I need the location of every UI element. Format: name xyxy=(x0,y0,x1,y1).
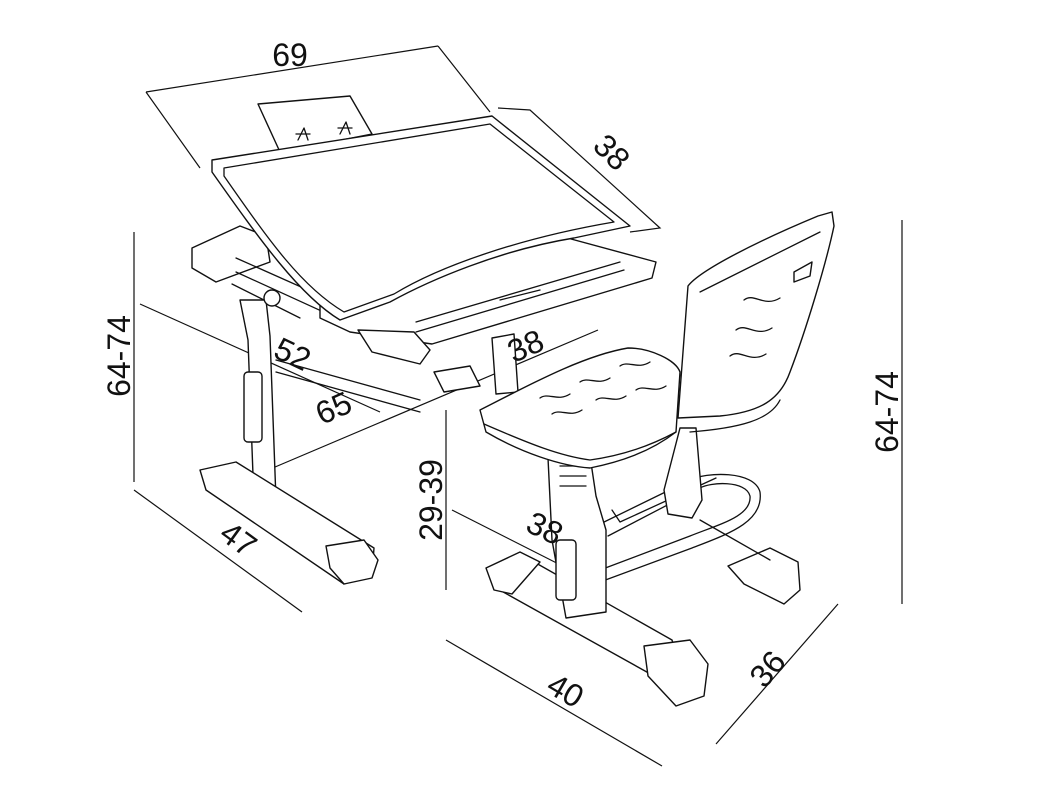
chair-rear-foot xyxy=(643,639,709,707)
label-chair-base-depth: 36 xyxy=(742,644,792,694)
side-tray xyxy=(191,225,271,283)
adjust-knob xyxy=(263,289,281,307)
label-chair-base-width: 40 xyxy=(541,666,590,715)
footrest-bar xyxy=(599,473,761,583)
desk-shelf xyxy=(319,235,657,345)
bookstand xyxy=(257,95,373,153)
label-desk-inner-depth: 52 xyxy=(269,330,316,378)
backrest-post xyxy=(663,427,703,519)
label-desk-width: 69 xyxy=(272,37,308,73)
chair-side-foot xyxy=(727,547,801,605)
label-seat-height: 29-39 xyxy=(413,459,449,541)
desktop xyxy=(211,115,631,321)
leg-adjuster xyxy=(243,371,263,443)
backrest xyxy=(677,211,835,419)
chair-front-foot xyxy=(485,551,541,595)
chair xyxy=(479,211,835,707)
chair-adjuster xyxy=(555,539,577,601)
desk xyxy=(191,95,657,585)
label-desk-depth: 38 xyxy=(586,127,637,178)
label-chair-height: 64-74 xyxy=(869,371,905,453)
label-desk-height: 64-74 xyxy=(101,315,137,397)
label-desk-base-width: 65 xyxy=(310,384,357,431)
